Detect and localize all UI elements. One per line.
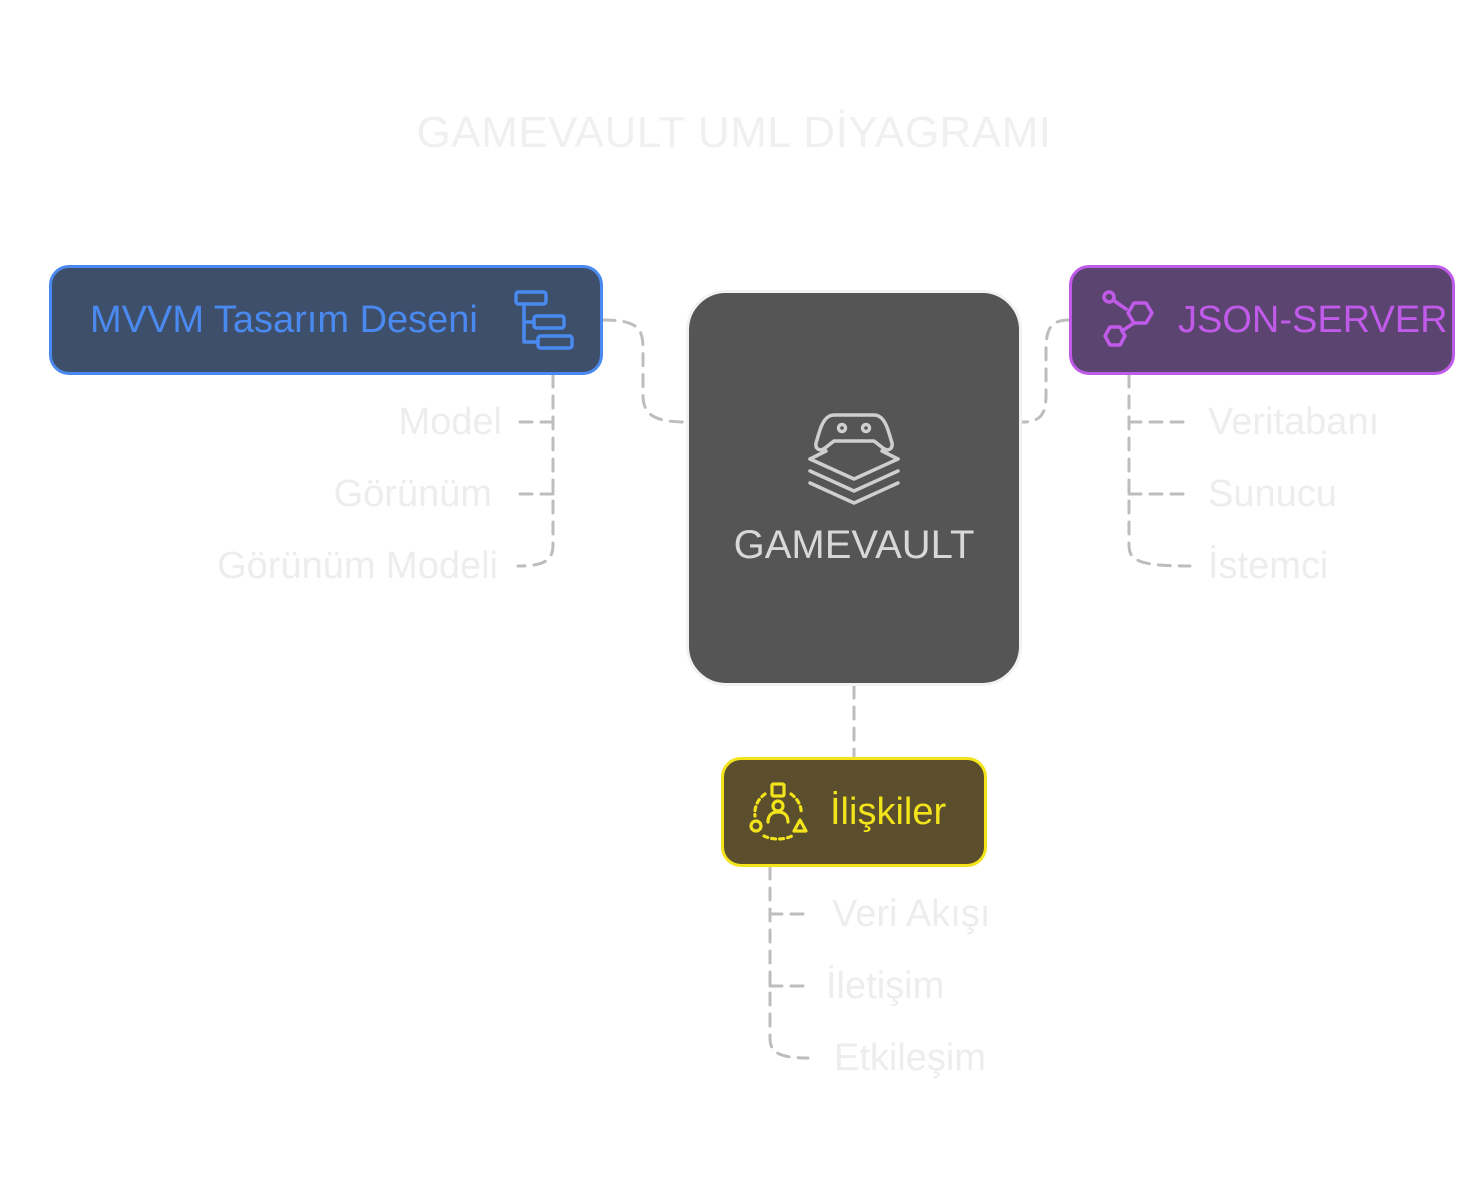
relations-node[interactable]: İlişkiler (721, 757, 987, 867)
molecule-icon (1102, 290, 1154, 347)
center-label: GAMEVAULT (733, 522, 975, 567)
center-node[interactable]: GAMEVAULT (686, 290, 1022, 686)
leaf-rel-interaction: Etkileşim (834, 1037, 987, 1079)
diagram-title: GAMEVAULT UML DİYAGRAMI (416, 108, 1052, 157)
json-server-node[interactable]: JSON-SERVER (1069, 265, 1455, 375)
leaf-rel-communication: İletişim (826, 965, 945, 1007)
gamepad-stack-icon (808, 412, 900, 505)
leaf-json-server: Sunucu (1208, 473, 1337, 515)
leaf-mvvm-viewmodel: Görünüm Modeli (217, 545, 498, 587)
mvvm-node[interactable]: MVVM Tasarım Deseni (49, 265, 603, 375)
connector-json-trunk (1127, 373, 1192, 568)
leaf-mvvm-model: Model (398, 401, 503, 443)
shapes-cycle-icon (749, 782, 808, 841)
layout-blocks-icon (514, 290, 574, 350)
connector-rel-trunk (768, 865, 810, 1060)
connector-json-center (1020, 318, 1071, 424)
leaf-json-database: Veritabanı (1208, 401, 1380, 443)
mvvm-node-label: MVVM Tasarım Deseni (90, 298, 478, 341)
leaf-json-client: İstemci (1208, 545, 1329, 587)
connector-mvvm-center (601, 318, 688, 424)
connector-mvvm-trunk (516, 373, 555, 568)
json-server-node-label: JSON-SERVER (1178, 298, 1448, 341)
relations-node-label: İlişkiler (830, 790, 947, 833)
leaf-mvvm-view: Görünüm (333, 473, 492, 515)
leaf-rel-dataflow: Veri Akışı (832, 893, 991, 935)
